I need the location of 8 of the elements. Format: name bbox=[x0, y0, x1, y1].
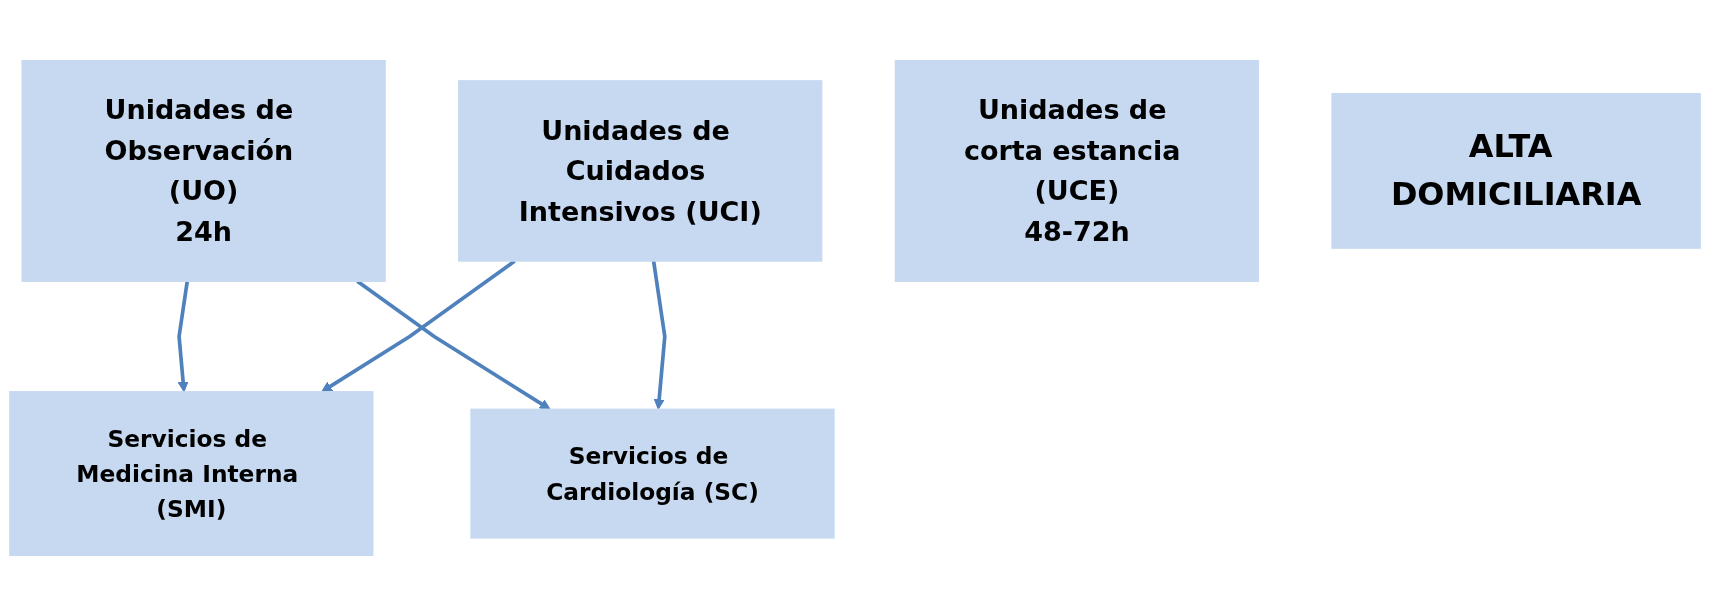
node-box: Servicios de Medicina Interna (SMI) bbox=[9, 391, 374, 557]
arrow bbox=[177, 281, 190, 393]
node-box: Unidades de Cuidados Intensivos (UCI) bbox=[458, 80, 823, 262]
node-box: Unidades de corta estancia (UCE) 48-72h bbox=[894, 59, 1260, 282]
node-box: Servicios de Cardiología (SC) bbox=[470, 408, 835, 539]
arrow bbox=[651, 260, 667, 410]
node-box: Unidades de Observación (UO) 24h bbox=[21, 59, 386, 282]
node-box: ALTA DOMICILIARIA bbox=[1331, 93, 1701, 249]
